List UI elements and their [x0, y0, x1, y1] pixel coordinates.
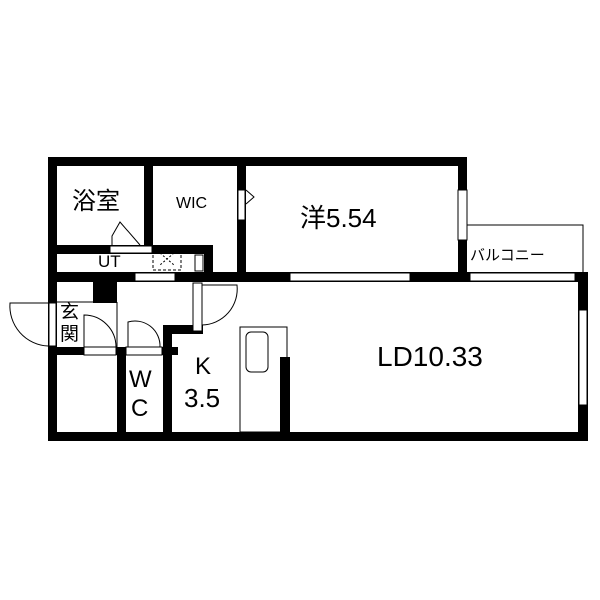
room-label-ut: UT — [98, 252, 121, 271]
room-label-western: 洋5.54 — [300, 203, 377, 233]
room-label-ld: LD10.33 — [377, 341, 483, 372]
room-label-wc-2: C — [131, 395, 149, 422]
windows-and-openings — [48, 189, 588, 406]
room-label-entrance-2: 関 — [60, 324, 80, 345]
door-swings — [9, 189, 584, 433]
room-label-kitchen-2: 3.5 — [184, 383, 221, 413]
room-label-bath: 浴室 — [72, 188, 120, 215]
room-label-balcony: バルコニー — [470, 247, 545, 264]
room-label-wic: WIC — [176, 195, 208, 212]
room-label-wc-1: W — [129, 366, 152, 393]
walls — [48, 157, 588, 441]
washer-x-mark — [159, 252, 175, 266]
room-label-entrance-1: 玄 — [60, 302, 80, 323]
room-label-kitchen-1: K — [195, 353, 212, 380]
